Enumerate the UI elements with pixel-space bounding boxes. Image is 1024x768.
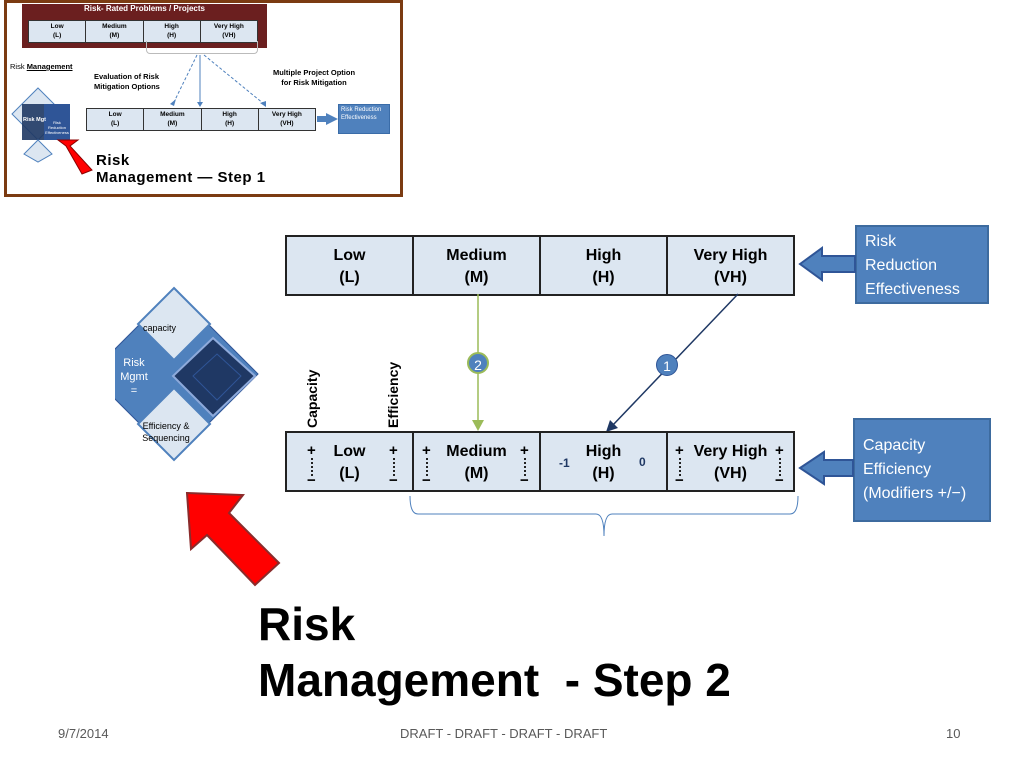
navy-arrowhead: [606, 420, 618, 432]
modifier-plus: +: [675, 442, 684, 459]
modifier-plus: +: [422, 442, 431, 459]
top-cell-medium: Medium(M): [414, 237, 541, 294]
bottom-cell-very-high: Very High(VH) + − + −: [668, 433, 795, 490]
diamond-risk-mgmt-label: Risk Mgmt =: [120, 357, 148, 397]
thumb-cell: High(H): [144, 21, 201, 42]
bottom-cell-low: Low(L) + − + −: [287, 433, 414, 490]
thumbnail-multiple-option-text: Multiple Project Option for Risk Mitigat…: [272, 68, 356, 87]
green-arrowhead: [472, 420, 484, 431]
cem-block-arrow: [798, 450, 854, 486]
modifier-dotted-line: [779, 458, 781, 476]
risk-mgmt-diamond: [115, 286, 259, 462]
thumbnail-bracket: [146, 41, 258, 54]
thumbnail-diamond: [11, 87, 70, 163]
modifier-plus: +: [775, 442, 784, 459]
thumb-cell: Medium(M): [86, 21, 144, 42]
footer-date: 9/7/2014: [58, 726, 109, 741]
modifier-minus: −: [389, 472, 398, 489]
thumbnail-risk-management-label: Risk Management: [10, 62, 73, 71]
modifier-dotted-line: [311, 458, 313, 476]
modifier-minus: −: [307, 472, 316, 489]
bottom-rating-table: Low(L) + − + − Medium(M) + − + − High(H)…: [285, 431, 795, 492]
capacity-vertical-label: Capacity: [304, 369, 320, 428]
bottom-cell-medium: Medium(M) + − + −: [414, 433, 541, 490]
badge-two: 2: [467, 352, 489, 374]
rre-block-arrow: [798, 246, 856, 282]
thumbnail-table-bottom: Low(L) Medium(M) High(H) Very High(VH): [86, 108, 316, 131]
modifier-zero: 0: [639, 455, 646, 469]
thumb-cell: Very High(VH): [213, 23, 244, 39]
modifier-plus: +: [307, 442, 316, 459]
efficiency-vertical-label: Efficiency: [385, 361, 401, 428]
modifier-minus: −: [422, 472, 431, 489]
thumbnail-red-arrow: [56, 139, 93, 175]
thumbnail-diamond-right-text: Risk Reduction Effectiveness: [45, 120, 69, 135]
top-cell-very-high: Very High(VH): [668, 237, 795, 294]
thumb-cell: Very High(VH): [271, 111, 302, 127]
bottom-cell-high: High(H) -1 0: [541, 433, 668, 490]
red-pointer-arrow: [185, 491, 281, 587]
modifier-minus: −: [675, 472, 684, 489]
modifier-minus: −: [520, 472, 529, 489]
modifier-dotted-line: [524, 458, 526, 476]
top-cell-low: Low(L): [287, 237, 414, 294]
badge-one: 1: [656, 354, 678, 376]
thumb-cell: Medium(M): [144, 109, 202, 130]
modifier-plus: +: [389, 442, 398, 459]
modifier-dotted-line: [393, 458, 395, 476]
capacity-efficiency-box: Capacity Efficiency (Modifiers +/−): [853, 418, 991, 522]
thumbnail-connectors: [11, 54, 338, 175]
modifier-dotted-line: [426, 458, 428, 476]
thumbnail-table-top: Low(L) Medium(M) High(H) Very High(VH): [28, 20, 258, 43]
thumb-cell: Low(L): [87, 109, 145, 130]
grouping-brace: [409, 495, 799, 537]
thumbnail-diamond-left-text: Risk Mgt: [23, 117, 46, 123]
top-cell-high: High(H): [541, 237, 668, 294]
modifier-plus: +: [520, 442, 529, 459]
risk-reduction-effectiveness-box: Risk Reduction Effectiveness: [855, 225, 989, 304]
thumb-cell: Low(L): [29, 21, 87, 42]
diamond-capacity-label: capacity: [143, 323, 177, 333]
thumbnail-header-title: Risk- Rated Problems / Projects: [84, 4, 205, 13]
thumbnail-rre-box: Risk Reduction Effectiveness: [338, 104, 390, 134]
thumbnail-title: Risk Management — Step 1: [96, 152, 266, 186]
footer-page-number: 10: [946, 726, 961, 741]
modifier-minus: −: [775, 472, 784, 489]
modifier-dotted-line: [679, 458, 681, 476]
diamond-efficiency-label: Efficiency & Sequencing: [142, 421, 190, 443]
modifier-neg-one: -1: [559, 456, 570, 470]
thumb-cell: High(H): [202, 109, 259, 130]
footer-draft: DRAFT - DRAFT - DRAFT - DRAFT: [400, 726, 608, 741]
top-rating-table: Low(L) Medium(M) High(H) Very High(VH): [285, 235, 795, 296]
thumbnail-evaluation-text: Evaluation of Risk Mitigation Options: [94, 72, 160, 91]
